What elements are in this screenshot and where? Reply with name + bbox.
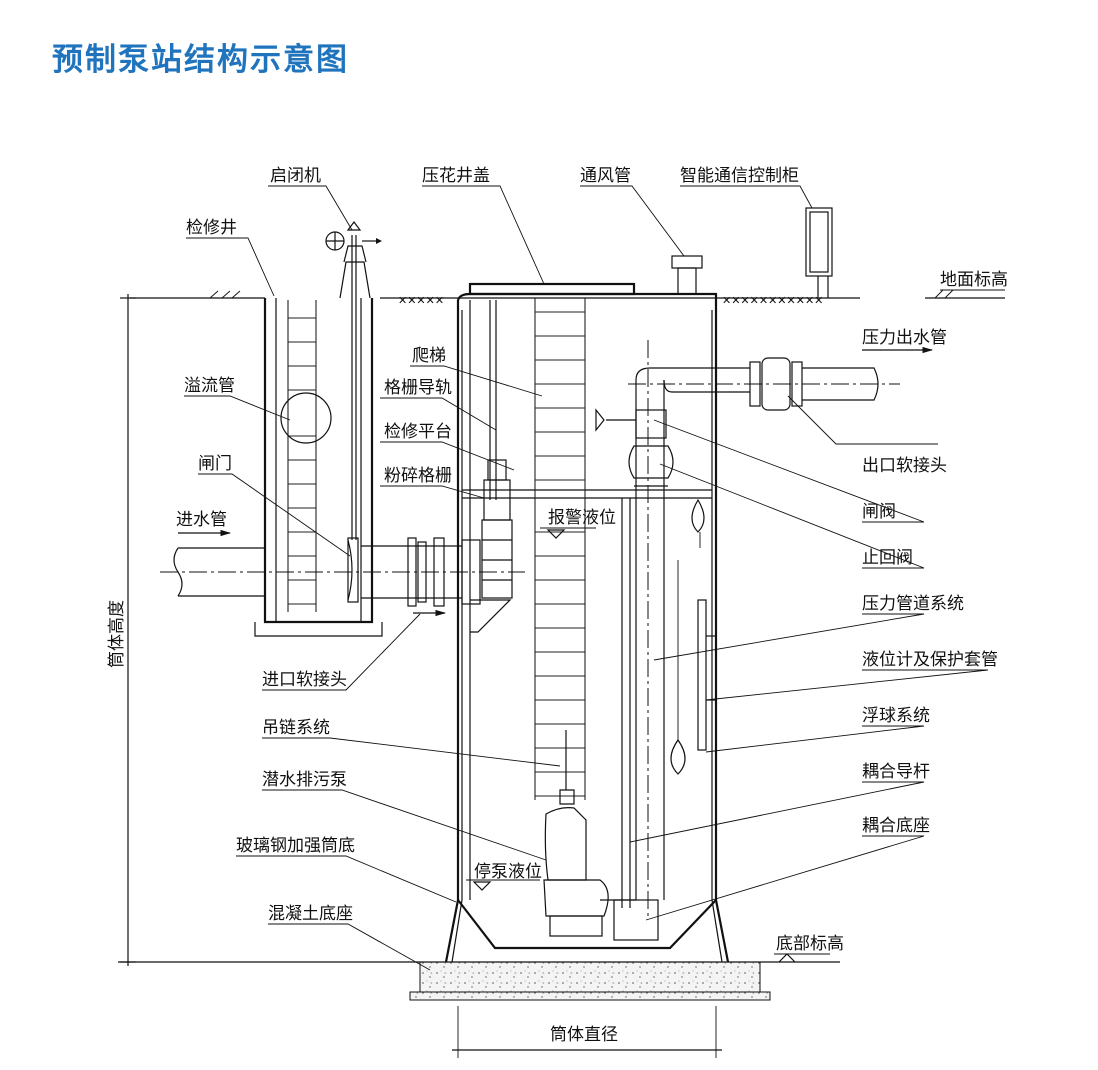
label-bottom-level: 底部标高 bbox=[776, 934, 844, 954]
label-inlet-flex-joint: 进口软接头 bbox=[262, 670, 347, 690]
label-ground-level: 地面标高 bbox=[940, 270, 1008, 290]
label-service-platform: 检修平台 bbox=[384, 422, 452, 442]
label-tank-height: 筒体高度 bbox=[107, 600, 127, 668]
page-title: 预制泵站结构示意图 bbox=[52, 42, 349, 78]
label-tank-diameter: 筒体直径 bbox=[550, 1025, 618, 1045]
label-frp-bottom: 玻璃钢加强筒底 bbox=[236, 836, 355, 856]
label-outlet-pipe: 压力出水管 bbox=[862, 328, 947, 348]
crushing-grille bbox=[470, 459, 513, 633]
svg-text:✕✕✕✕✕: ✕✕✕✕✕ bbox=[398, 294, 444, 307]
hoist bbox=[325, 221, 382, 299]
label-outlet-flex-joint: 出口软接头 bbox=[862, 456, 947, 476]
overflow-pipe bbox=[280, 392, 332, 444]
label-service-well: 检修井 bbox=[186, 218, 237, 238]
label-gate-valve: 闸阀 bbox=[862, 502, 896, 522]
submersible-pump bbox=[543, 730, 659, 941]
label-crushing-grille: 粉碎格栅 bbox=[384, 466, 452, 486]
label-coupling-rod: 耦合导杆 bbox=[862, 762, 930, 782]
label-pressure-pipe-system: 压力管道系统 bbox=[862, 594, 964, 614]
label-concrete-base: 混凝土底座 bbox=[268, 904, 353, 924]
label-check-valve: 止回阀 bbox=[862, 548, 913, 568]
label-manhole-cover: 压花井盖 bbox=[422, 166, 490, 186]
concrete-base bbox=[118, 953, 840, 1001]
label-gate: 闸门 bbox=[198, 454, 232, 474]
liquid-levels bbox=[466, 527, 596, 891]
label-level-gauge: 液位计及保护套管 bbox=[862, 650, 998, 670]
pressure-pipe-system bbox=[595, 340, 934, 920]
dimension-lines bbox=[120, 294, 722, 1058]
control-cabinet bbox=[805, 207, 833, 298]
svg-text:✕✕✕✕✕✕✕✕✕✕✕: ✕✕✕✕✕✕✕✕✕✕✕ bbox=[722, 294, 823, 307]
label-alarm-level: 报警液位 bbox=[548, 508, 616, 528]
label-float-system: 浮球系统 bbox=[862, 706, 930, 726]
label-vent-pipe: 通风管 bbox=[580, 166, 631, 186]
label-ladder: 爬梯 bbox=[412, 346, 446, 366]
service-well bbox=[254, 235, 383, 637]
label-chain-system: 吊链系统 bbox=[262, 718, 330, 738]
label-stop-level: 停泵液位 bbox=[474, 862, 542, 882]
label-hoist: 启闭机 bbox=[270, 166, 321, 186]
label-sewage-pump: 潜水排污泵 bbox=[262, 770, 347, 790]
label-inlet-pipe: 进水管 bbox=[176, 510, 227, 530]
tank-ladder bbox=[534, 298, 586, 800]
vent-pipe bbox=[671, 255, 703, 295]
leader-lines bbox=[184, 185, 1005, 971]
label-overflow-pipe: 溢流管 bbox=[184, 376, 235, 396]
ground-line: ✕✕✕✕✕ ✕✕✕✕✕✕✕✕✕✕✕ bbox=[130, 289, 1005, 307]
label-grille-rail: 格栅导轨 bbox=[384, 378, 452, 398]
main-tank bbox=[444, 282, 730, 963]
label-control-cabinet: 智能通信控制柜 bbox=[680, 166, 799, 186]
label-coupling-base: 耦合底座 bbox=[862, 816, 930, 836]
